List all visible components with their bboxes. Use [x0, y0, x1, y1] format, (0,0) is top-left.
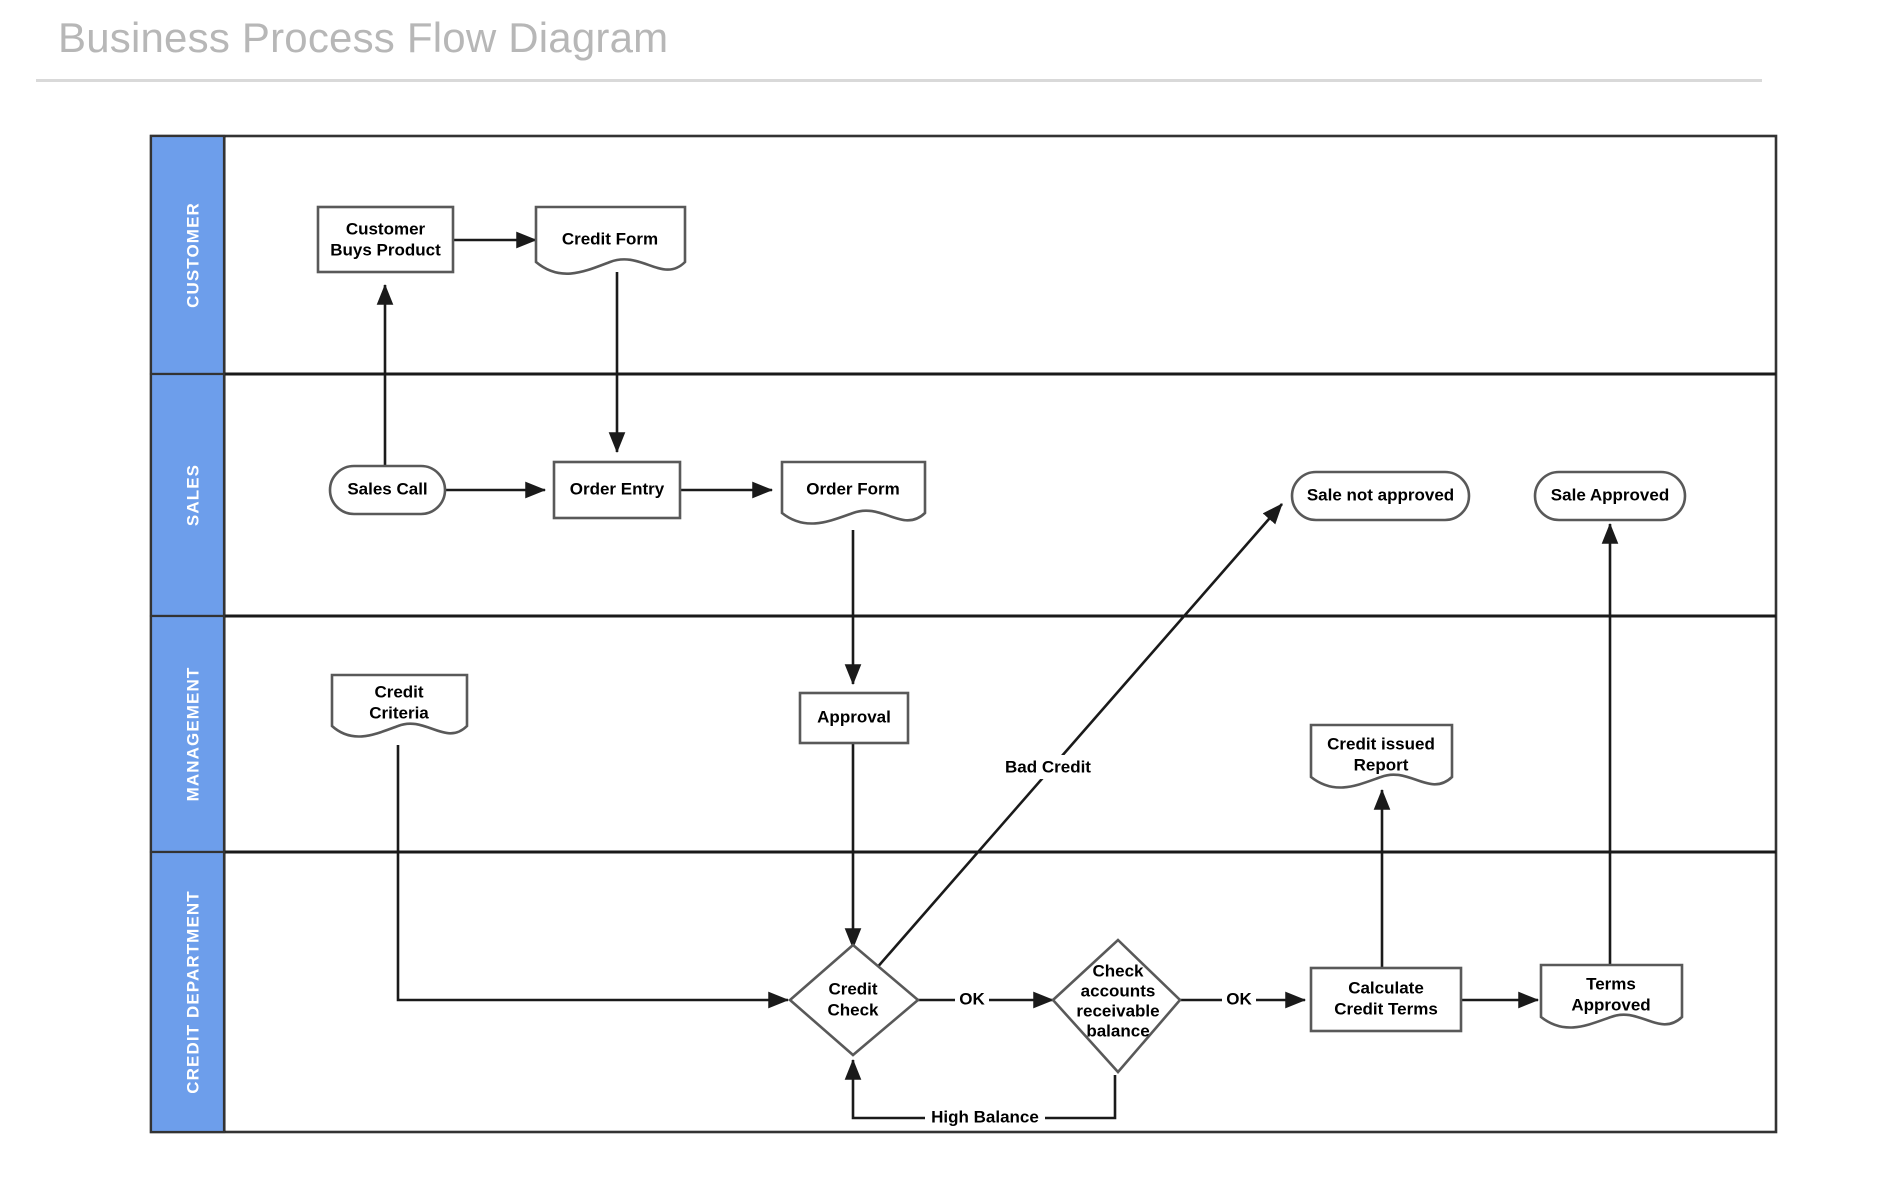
edge-label-text: OK — [1226, 989, 1252, 1008]
edge-label-text: Bad Credit — [1005, 757, 1091, 776]
node-sales-call[interactable]: Sales Call — [328, 464, 447, 516]
node-label-line: Credit — [828, 979, 877, 998]
node-label-line: Customer — [346, 219, 426, 238]
node-label-line: Credit — [374, 682, 423, 701]
node-label-line: accounts — [1081, 981, 1156, 1000]
node-label-line: Order Form — [806, 479, 900, 498]
node-label-line: Credit Form — [562, 229, 658, 248]
node-label-line: Sales Call — [347, 479, 427, 498]
node-customer-buys-product[interactable]: Customer Buys Product — [316, 205, 455, 274]
lane-header-credit-department: CREDIT DEPARTMENT — [149, 850, 226, 1134]
node-label-line: balance — [1086, 1021, 1149, 1040]
node-label-line: Check — [827, 1000, 879, 1019]
node-label-line: Credit issued — [1327, 734, 1435, 753]
lane-header-customer: CUSTOMER — [149, 134, 226, 376]
edge-label-text: OK — [959, 989, 985, 1008]
node-credit-issued-report[interactable]: Credit issued Report — [1309, 723, 1454, 789]
node-label-line: Sale Approved — [1551, 485, 1669, 504]
node-label-line: Calculate — [1348, 978, 1424, 997]
edge-credit-criteria-to-credit-check — [396, 745, 790, 1009]
edge-label-bad-credit: Bad Credit — [1000, 755, 1096, 779]
node-credit-criteria[interactable]: Credit Criteria — [330, 673, 469, 738]
node-order-form[interactable]: Order Form — [780, 460, 927, 525]
node-label-line: Buys Product — [330, 240, 441, 259]
edge-credit-check-to-sale-not-approved — [874, 503, 1283, 971]
node-check-accounts-receivable-balance[interactable]: Check accounts receivable balance — [1051, 938, 1182, 1074]
node-credit-check[interactable]: Credit Check — [788, 943, 921, 1057]
lane-header-management: MANAGEMENT — [149, 614, 226, 854]
edge-label-high-balance: High Balance — [925, 1107, 1045, 1129]
edge-label-text: High Balance — [931, 1107, 1039, 1126]
node-label-line: Credit Terms — [1334, 999, 1438, 1018]
node-label-line: Approved — [1571, 995, 1650, 1014]
page-title: Business Process Flow Diagram — [58, 14, 669, 61]
node-approval[interactable]: Approval — [798, 691, 910, 745]
edge-label-ok-2: OK — [1222, 989, 1256, 1011]
lane-label-sales: SALES — [183, 464, 202, 526]
title-divider — [36, 79, 1762, 82]
node-sale-not-approved[interactable]: Sale not approved — [1290, 470, 1471, 522]
node-sale-approved[interactable]: Sale Approved — [1533, 470, 1687, 522]
node-label-line: receivable — [1076, 1001, 1159, 1020]
node-calculate-credit-terms[interactable]: Calculate Credit Terms — [1309, 966, 1463, 1033]
node-terms-approved[interactable]: Terms Approved — [1539, 963, 1684, 1029]
edge-label-ok-1: OK — [955, 989, 989, 1011]
node-credit-form[interactable]: Credit Form — [534, 205, 687, 275]
node-label-line: Order Entry — [570, 479, 665, 498]
connectors — [376, 231, 1619, 1120]
lane-label-management: MANAGEMENT — [183, 667, 202, 802]
lane-header-sales: SALES — [149, 372, 226, 618]
node-label-line: Sale not approved — [1307, 485, 1454, 504]
node-label-line: Terms — [1586, 974, 1636, 993]
lane-label-customer: CUSTOMER — [183, 202, 202, 308]
lane-label-credit-department: CREDIT DEPARTMENT — [183, 890, 202, 1094]
node-label-line: Check — [1092, 961, 1144, 980]
node-label-line: Approval — [817, 707, 891, 726]
node-label-line: Report — [1354, 755, 1409, 774]
swimlane-frame — [149, 134, 1778, 1134]
node-order-entry[interactable]: Order Entry — [552, 460, 682, 520]
node-label-line: Criteria — [369, 703, 429, 722]
